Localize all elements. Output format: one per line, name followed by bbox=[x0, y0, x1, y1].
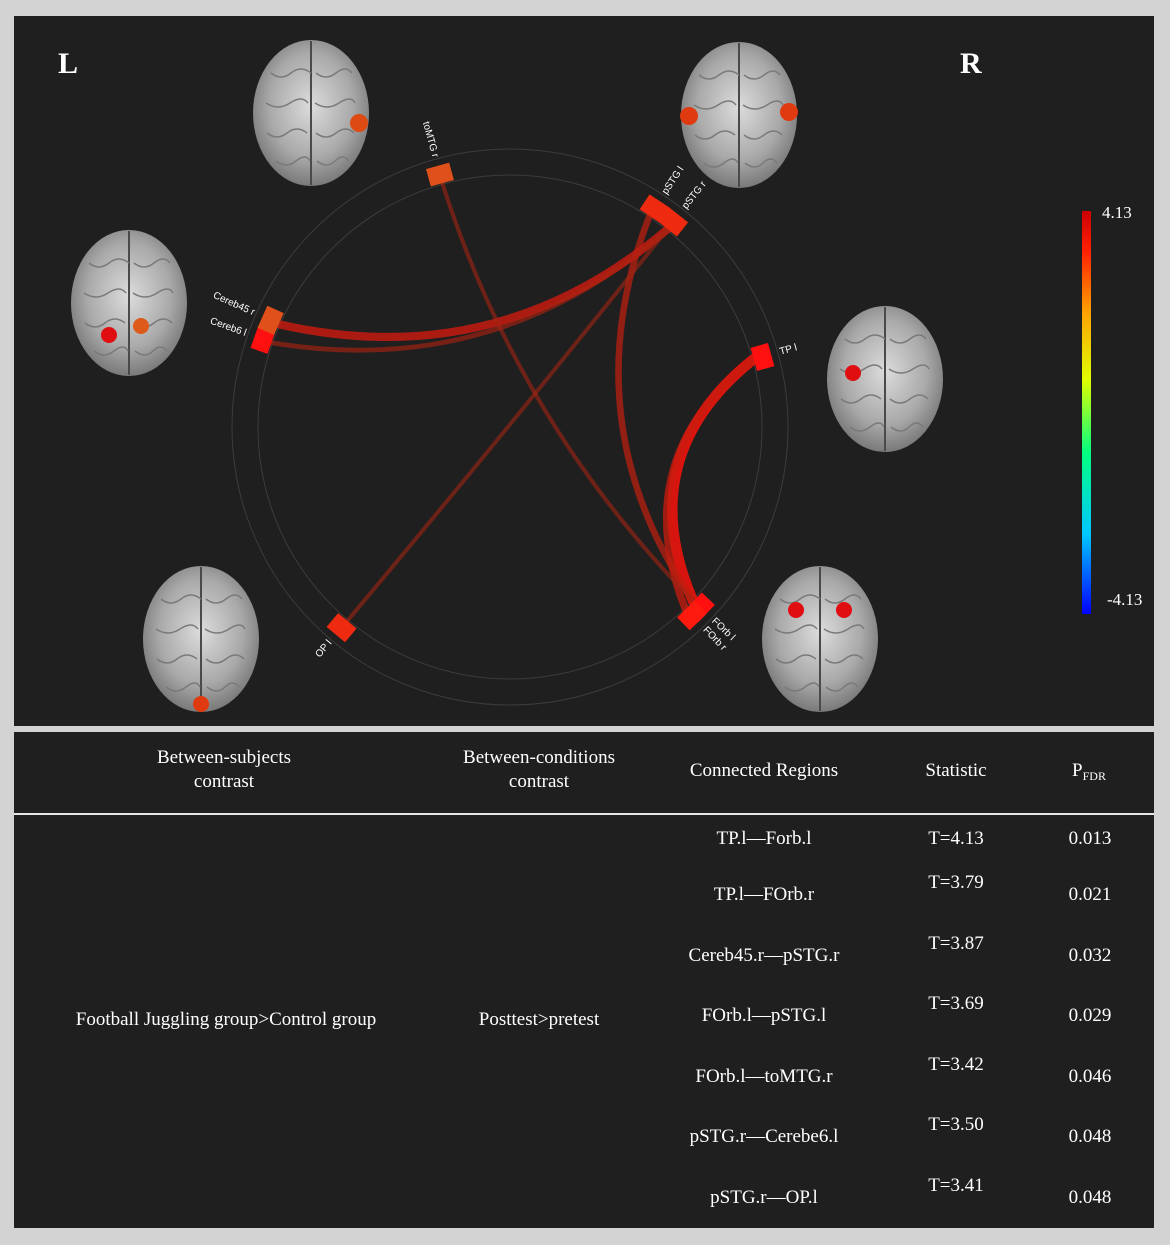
region-node-bar bbox=[677, 600, 707, 631]
between-subjects-value: Football Juggling group>Control group bbox=[75, 1009, 377, 1030]
table-cell-statistic: T=3.87 bbox=[928, 933, 984, 954]
region-node-bar bbox=[750, 343, 775, 371]
region-node-bar bbox=[639, 194, 670, 223]
region-node-bar bbox=[326, 613, 357, 643]
table-cell-p-value: 0.048 bbox=[1068, 1126, 1112, 1147]
region-node-label: Cereb6 l bbox=[209, 316, 248, 339]
roi-dot-cereb45 bbox=[133, 318, 149, 334]
region-node-label: toMTG r bbox=[420, 120, 441, 159]
connection-links bbox=[270, 182, 759, 623]
roi-dot-forb-r bbox=[836, 602, 852, 618]
header-p-fdr: PFDR bbox=[1039, 759, 1139, 788]
header-p-subscript: FDR bbox=[1082, 769, 1106, 783]
ring-inner bbox=[257, 174, 763, 680]
colorbar-max-label: 4.13 bbox=[1102, 203, 1132, 222]
table-cell-p-value: 0.032 bbox=[1068, 945, 1112, 966]
between-conditions-value: Posttest>pretest bbox=[478, 1009, 600, 1030]
region-node bbox=[677, 600, 707, 631]
region-node bbox=[639, 194, 670, 223]
table-cell-p-value: 0.013 bbox=[1068, 828, 1112, 849]
table-cell-statistic: T=3.69 bbox=[928, 993, 984, 1014]
region-node-bar bbox=[658, 207, 689, 237]
connection-link bbox=[275, 225, 671, 342]
header-p-main: P bbox=[1072, 760, 1083, 781]
header-between-subjects-line1: Between-subjects bbox=[156, 747, 291, 768]
region-node-label: TP l bbox=[778, 342, 798, 357]
region-node bbox=[326, 613, 357, 643]
roi-dot-tomtg bbox=[350, 114, 368, 132]
table-cell-statistic: T=3.42 bbox=[928, 1054, 984, 1075]
connection-link bbox=[440, 182, 695, 603]
roi-dot-cereb6 bbox=[101, 327, 117, 343]
colorbar-min-label: -4.13 bbox=[1107, 590, 1142, 609]
header-between-subjects-line2: contrast bbox=[193, 771, 255, 792]
header-between-subjects: Between-subjects contrast bbox=[124, 746, 324, 794]
header-between-conditions-line2: contrast bbox=[508, 771, 570, 792]
brain-image-left bbox=[71, 230, 187, 376]
region-node bbox=[257, 305, 284, 336]
table-cell-regions: pSTG.r—OP.l bbox=[710, 1187, 818, 1208]
table-cell-p-value: 0.048 bbox=[1068, 1187, 1112, 1208]
right-hemisphere-label: R bbox=[960, 47, 982, 80]
brain-image-top-right bbox=[680, 42, 798, 188]
connection-link bbox=[270, 227, 670, 353]
region-node-label: Cereb45 r bbox=[211, 290, 257, 318]
region-node-label: pSTG r bbox=[680, 179, 709, 212]
table-cell-regions: pSTG.r—Cerebe6.l bbox=[689, 1126, 839, 1147]
region-node-label: pSTG l bbox=[660, 165, 686, 197]
header-statistic: Statistic bbox=[925, 760, 987, 781]
region-node bbox=[750, 343, 775, 371]
table-cell-p-value: 0.029 bbox=[1068, 1005, 1112, 1026]
region-node-bar bbox=[426, 162, 454, 187]
roi-dot-tp bbox=[845, 365, 861, 381]
header-between-conditions-line1: Between-conditions bbox=[463, 747, 615, 768]
colorbar bbox=[1082, 211, 1091, 614]
brain-image-bottom-left bbox=[143, 566, 259, 712]
roi-dot-forb-l bbox=[788, 602, 804, 618]
ring-outer bbox=[231, 148, 789, 706]
region-node bbox=[426, 162, 454, 187]
connection-link bbox=[346, 227, 669, 623]
roi-dot-pstg-r bbox=[780, 103, 798, 121]
header-rule bbox=[14, 813, 1154, 815]
region-node-bar bbox=[257, 305, 284, 336]
region-node-label: OP l bbox=[314, 638, 335, 660]
brain-image-right bbox=[827, 306, 943, 452]
header-connected-regions: Connected Regions bbox=[689, 760, 839, 781]
table-cell-regions: FOrb.l—toMTG.r bbox=[695, 1066, 833, 1087]
region-node bbox=[658, 207, 689, 237]
table-cell-regions: TP.l—FOrb.r bbox=[713, 884, 815, 905]
left-hemisphere-label: L bbox=[58, 47, 79, 80]
table-cell-statistic: T=4.13 bbox=[928, 828, 984, 849]
brain-image-bottom-right bbox=[762, 566, 878, 712]
header-between-conditions: Between-conditions contrast bbox=[434, 746, 644, 794]
roi-dot-pstg-l bbox=[680, 107, 698, 125]
table-cell-p-value: 0.046 bbox=[1068, 1066, 1112, 1087]
brain-image-top-left bbox=[253, 40, 369, 186]
table-cell-statistic: T=3.79 bbox=[928, 872, 984, 893]
roi-dot-op bbox=[193, 696, 209, 712]
table-cell-regions: Cereb45.r—pSTG.r bbox=[688, 945, 840, 966]
results-table: Between-subjects contrast Between-condit… bbox=[14, 732, 1154, 1228]
table-cell-statistic: T=3.50 bbox=[928, 1114, 984, 1135]
table-cell-statistic: T=3.41 bbox=[928, 1175, 984, 1196]
table-cell-regions: FOrb.l—pSTG.l bbox=[701, 1005, 827, 1026]
table-cell-p-value: 0.021 bbox=[1068, 884, 1112, 905]
section-divider bbox=[14, 726, 1154, 732]
table-cell-regions: TP.l—Forb.l bbox=[716, 828, 812, 849]
